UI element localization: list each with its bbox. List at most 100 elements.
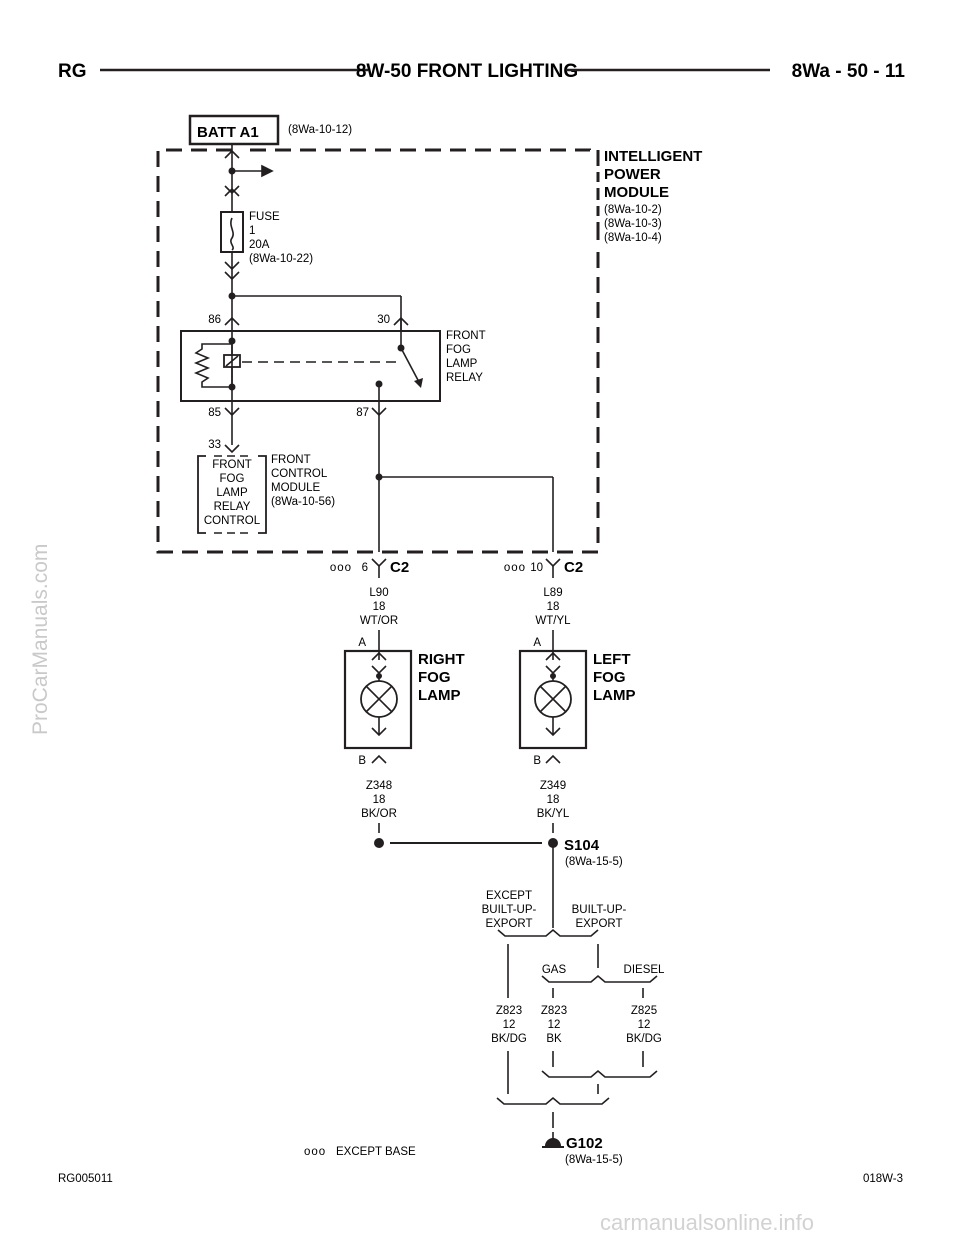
svg-text:L90: L90: [369, 587, 388, 599]
splice-s104-dot: [548, 838, 558, 848]
fuse-label: FUSE 1 20A (8Wa-10-22): [249, 211, 313, 265]
svg-text:WT/YL: WT/YL: [535, 615, 571, 627]
splice-wires: [378, 823, 554, 928]
c2-left-name: C2: [390, 559, 409, 576]
fcm-labels: 33 FRONT FOG LAMP RELAY CONTROL FRONT CO…: [204, 439, 335, 527]
footer-right: 018W-3: [863, 1173, 903, 1185]
svg-text:BK/DG: BK/DG: [626, 1033, 662, 1045]
front-fog-lamp-relay: [180, 316, 441, 552]
svg-text:LEFT: LEFT: [593, 651, 631, 668]
svg-text:EXCEPT: EXCEPT: [486, 890, 532, 902]
connector-circles: ooo: [504, 562, 526, 574]
svg-text:L89: L89: [543, 587, 562, 599]
svg-text:RELAY: RELAY: [214, 501, 251, 513]
relay-output-wires: [379, 476, 554, 552]
svg-text:RIGHT: RIGHT: [418, 651, 465, 668]
splice-name: S104: [564, 837, 600, 854]
ipm-ref-3: (8Wa-10-4): [604, 232, 662, 244]
svg-text:MODULE: MODULE: [271, 482, 321, 494]
c2-labels: ooo 6 C2 ooo 10 C2: [330, 559, 583, 576]
svg-text:FRONT: FRONT: [271, 454, 311, 466]
c2-pin-6: 6: [362, 562, 368, 574]
svg-text:FOG: FOG: [418, 669, 451, 686]
c2-right-name: C2: [564, 559, 583, 576]
front-control-module: [197, 415, 267, 534]
legend-text: EXCEPT BASE: [336, 1146, 416, 1158]
ipm-ref-1: (8Wa-10-2): [604, 204, 662, 216]
svg-text:LAMP: LAMP: [446, 358, 478, 370]
svg-text:LAMP: LAMP: [593, 687, 636, 704]
left-fog-lamp: [518, 649, 588, 764]
pin-a: A: [358, 637, 366, 649]
svg-text:12: 12: [503, 1019, 516, 1031]
pin-a: A: [533, 637, 541, 649]
svg-text:18: 18: [373, 794, 386, 806]
wire-segments: [378, 630, 554, 660]
svg-text:18: 18: [547, 794, 560, 806]
svg-text:Z349: Z349: [540, 780, 566, 792]
svg-text:WT/OR: WT/OR: [360, 615, 398, 627]
batt-ref: (8Wa-10-12): [288, 124, 352, 136]
svg-text:18: 18: [547, 601, 560, 613]
pin-b: B: [533, 755, 541, 767]
header-title: 8W-50 FRONT LIGHTING: [356, 61, 578, 82]
svg-text:12: 12: [638, 1019, 651, 1031]
c2-pin-10: 10: [530, 562, 543, 574]
svg-text:BK/DG: BK/DG: [491, 1033, 527, 1045]
svg-text:DIESEL: DIESEL: [624, 964, 666, 976]
junction-dot: [375, 380, 383, 388]
wire-codes-lower: Z348 18 BK/OR Z349 18 BK/YL: [361, 780, 570, 820]
pin-87: 87: [356, 407, 369, 419]
junction-dot: [397, 344, 405, 352]
svg-text:20A: 20A: [249, 239, 270, 251]
page-footer: RG005011 018W-3: [58, 1173, 903, 1185]
svg-text:BUILT-UP-: BUILT-UP-: [572, 904, 627, 916]
svg-text:(8Wa-10-22): (8Wa-10-22): [249, 253, 313, 265]
splice-labels: S104 (8Wa-15-5): [564, 837, 623, 868]
ground-g102: G102 (8Wa-15-5): [542, 1132, 623, 1166]
svg-text:FOG: FOG: [593, 669, 626, 686]
ipm-label: INTELLIGENT POWER MODULE (8Wa-10-2) (8Wa…: [596, 148, 702, 244]
header-page-number: 8Wa - 50 - 11: [792, 61, 906, 82]
svg-text:Z348: Z348: [366, 780, 392, 792]
splice-dot: [374, 838, 384, 848]
left-fog-lamp-labels: A B LEFT FOG LAMP: [533, 637, 635, 767]
side-watermark: ProCarManuals.com: [29, 544, 52, 735]
batt-a1: BATT A1 (8Wa-10-12): [188, 114, 352, 146]
ipm-title-3: MODULE: [604, 184, 669, 201]
footer-left: RG005011: [58, 1173, 113, 1185]
relay-labels: 86 30 85 87 FRONT FOG LAMP RELAY: [208, 314, 485, 419]
svg-text:LAMP: LAMP: [216, 487, 248, 499]
svg-text:RELAY: RELAY: [446, 372, 483, 384]
junction-dot: [228, 383, 236, 391]
junction-dot: [228, 167, 236, 175]
connector-circles: ooo: [330, 562, 352, 574]
junction-dot: [376, 673, 382, 679]
svg-text:Z823: Z823: [541, 1005, 567, 1017]
ipm-border: [156, 148, 600, 554]
option-branches: [496, 928, 658, 1128]
batt-label: BATT A1: [197, 124, 259, 141]
ground-ref: (8Wa-15-5): [565, 1154, 623, 1166]
header-left: RG: [58, 61, 87, 82]
svg-text:BK/OR: BK/OR: [361, 808, 397, 820]
c2-connectors: [371, 558, 561, 578]
svg-text:1: 1: [249, 225, 255, 237]
ground-wire-codes: Z823 12 BK/DG Z823 12 BK Z825 12 BK/DG: [491, 1005, 662, 1045]
svg-text:(8Wa-10-56): (8Wa-10-56): [271, 496, 335, 508]
junction-dot: [228, 337, 236, 345]
wire-codes-upper: L90 18 WT/OR L89 18 WT/YL: [360, 587, 571, 627]
pin-86: 86: [208, 314, 221, 326]
pin-85: 85: [208, 407, 221, 419]
legend-circles: ooo: [304, 1146, 326, 1158]
ipm-ref-2: (8Wa-10-3): [604, 218, 662, 230]
svg-text:EXPORT: EXPORT: [485, 918, 532, 930]
svg-text:GAS: GAS: [542, 964, 567, 976]
right-fog-lamp-labels: A B RIGHT FOG LAMP: [358, 637, 464, 767]
splice-ref: (8Wa-15-5): [565, 856, 623, 868]
svg-text:FOG: FOG: [220, 473, 245, 485]
right-fog-lamp: [343, 649, 413, 764]
svg-text:FRONT: FRONT: [446, 330, 486, 342]
option-labels: EXCEPT BUILT-UP- EXPORT BUILT-UP- EXPORT…: [482, 890, 665, 976]
